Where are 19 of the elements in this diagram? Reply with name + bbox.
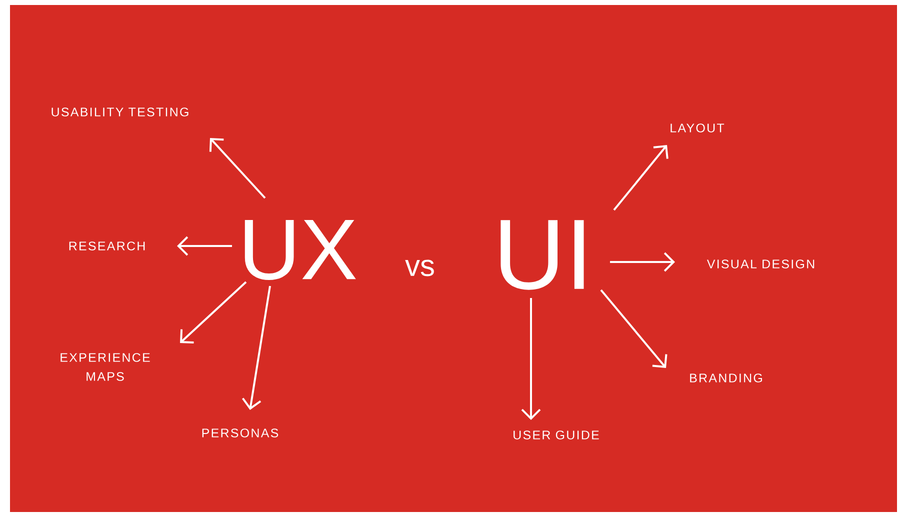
topic-label: USER GUIDE bbox=[514, 430, 599, 440]
topic-label: EXPERIENCE MAPS bbox=[60, 353, 150, 381]
topic-label: VISUAL DESIGN bbox=[706, 260, 814, 268]
heading-text: UI bbox=[500, 220, 584, 290]
arrow bbox=[209, 138, 266, 199]
versus-label: vs bbox=[405, 260, 434, 276]
arrow bbox=[610, 252, 675, 272]
arrow bbox=[177, 236, 232, 256]
topic-label: LAYOUT bbox=[670, 124, 724, 132]
arrow bbox=[600, 289, 668, 368]
topic-label: PERSONAS bbox=[202, 428, 278, 438]
arrow bbox=[242, 286, 271, 410]
topic-label: BRANDING bbox=[690, 374, 762, 382]
topic-label: RESEARCH bbox=[69, 242, 145, 250]
arrow bbox=[613, 145, 668, 211]
arrow bbox=[180, 281, 247, 344]
heading-text: UX bbox=[244, 220, 356, 280]
topic-label: USABILITY TESTING bbox=[52, 108, 188, 116]
arrow bbox=[521, 298, 541, 420]
